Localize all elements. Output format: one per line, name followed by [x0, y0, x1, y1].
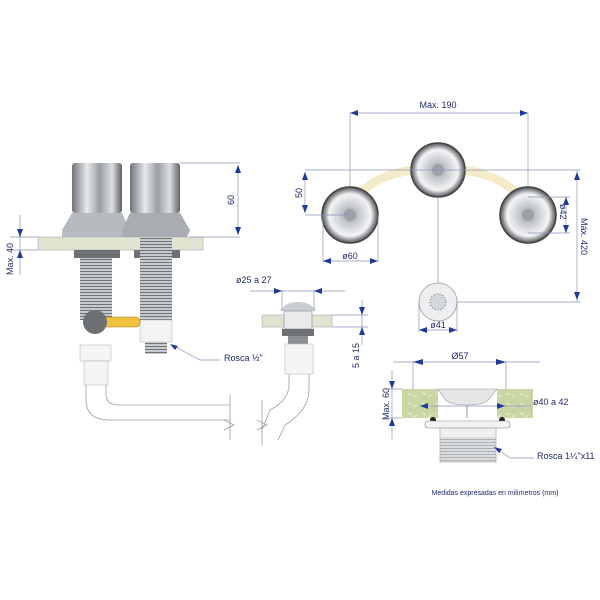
countertop [37, 236, 204, 251]
dim-max-counter: Max. 40 [5, 243, 15, 275]
top-view: Máx. 190 50 ø60 ø42 Máx. 420 ø41 [294, 100, 589, 333]
knob-top-right [499, 186, 557, 244]
drain-hose [85, 385, 230, 421]
drain-bowl [437, 388, 498, 406]
dim-drain-hole: ø40 a 42 [533, 397, 569, 407]
drain-section: Ø57 Max. 60 ø40 a 42 Rosca 1¼"x11 [381, 351, 595, 463]
knob-left [72, 163, 122, 213]
label-thread-drain: Rosca 1¼"x11 [537, 451, 595, 461]
dim-flange-diameter: Ø57 [451, 351, 468, 361]
dim-counter-range: 5 a 15 [351, 343, 361, 368]
dim-hole-diameter: ø25 a 27 [236, 275, 272, 285]
counter-block-right [497, 389, 533, 418]
dim-sprayer-diameter: ø41 [430, 320, 446, 330]
dim-max-drain-counter: Max. 60 [381, 388, 391, 420]
dim-inner-diameter: ø42 [558, 204, 568, 220]
sprayer-top [418, 282, 458, 322]
stem-left [80, 258, 112, 320]
mixer-side-view: 60 Max. 40 Rosca ½" [5, 162, 263, 440]
valve [83, 310, 107, 334]
counter-block-left [402, 389, 438, 418]
dim-max-width: Máx. 190 [419, 100, 456, 110]
dim-offset: 50 [294, 188, 304, 198]
dim-knob-height: 60 [226, 195, 236, 205]
dim-max-depth: Máx. 420 [579, 218, 589, 255]
stem-right [140, 238, 172, 320]
base-left [62, 213, 130, 237]
base-right [122, 213, 190, 237]
knob-right [130, 163, 180, 213]
spout-side-view: ø25 a 27 5 a 15 [236, 275, 368, 445]
footnote: Medidas expresadas en milímetros (mm) [432, 490, 559, 497]
dim-knob-diameter: ø60 [342, 251, 358, 261]
label-thread-half: Rosca ½" [224, 353, 263, 363]
